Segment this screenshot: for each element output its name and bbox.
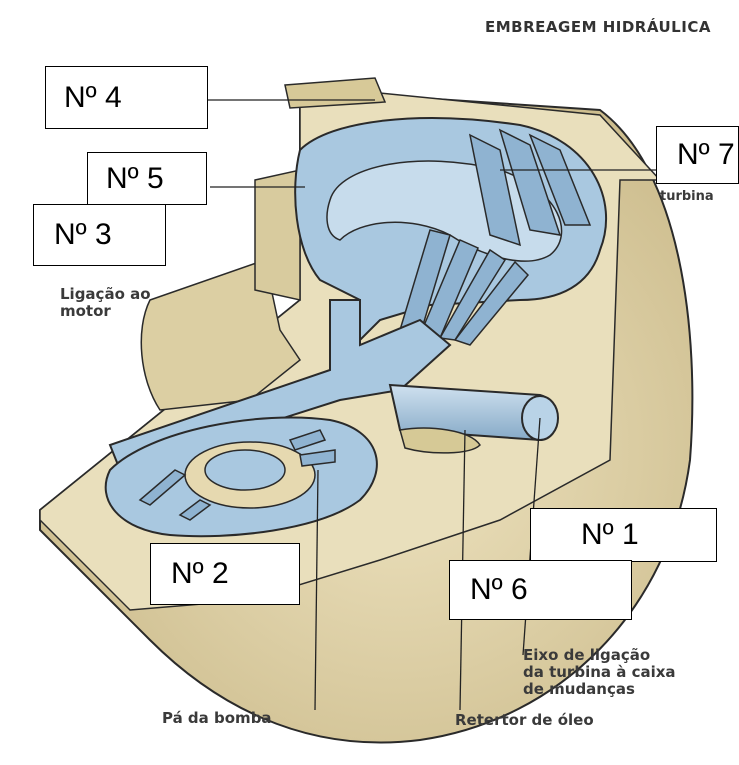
caption-ligacao-motor: Ligação ao motor: [60, 286, 151, 320]
housing-step: [255, 170, 300, 300]
caption-eixo-ligacao: Eixo de ligação da turbina à caixa de mu…: [523, 647, 676, 698]
label-n2: Nº 2: [150, 543, 300, 605]
label-n7: Nº 7: [656, 126, 739, 184]
diagram-title: EMBREAGEM HIDRÁULICA: [485, 18, 711, 36]
label-n1: Nº 1: [530, 508, 717, 562]
caption-pa-bomba: Pá da bomba: [162, 710, 272, 727]
filler-cap: [285, 78, 385, 108]
caption-retertor-oleo: Retertor de óleo: [455, 712, 594, 729]
caption-turbina-fragment: turbina: [660, 188, 714, 205]
label-n6: Nº 6: [449, 560, 632, 620]
label-n3: Nº 3: [33, 204, 166, 266]
label-n5: Nº 5: [87, 152, 207, 205]
pump-inner-core: [205, 450, 285, 490]
label-n4: Nº 4: [45, 66, 208, 129]
